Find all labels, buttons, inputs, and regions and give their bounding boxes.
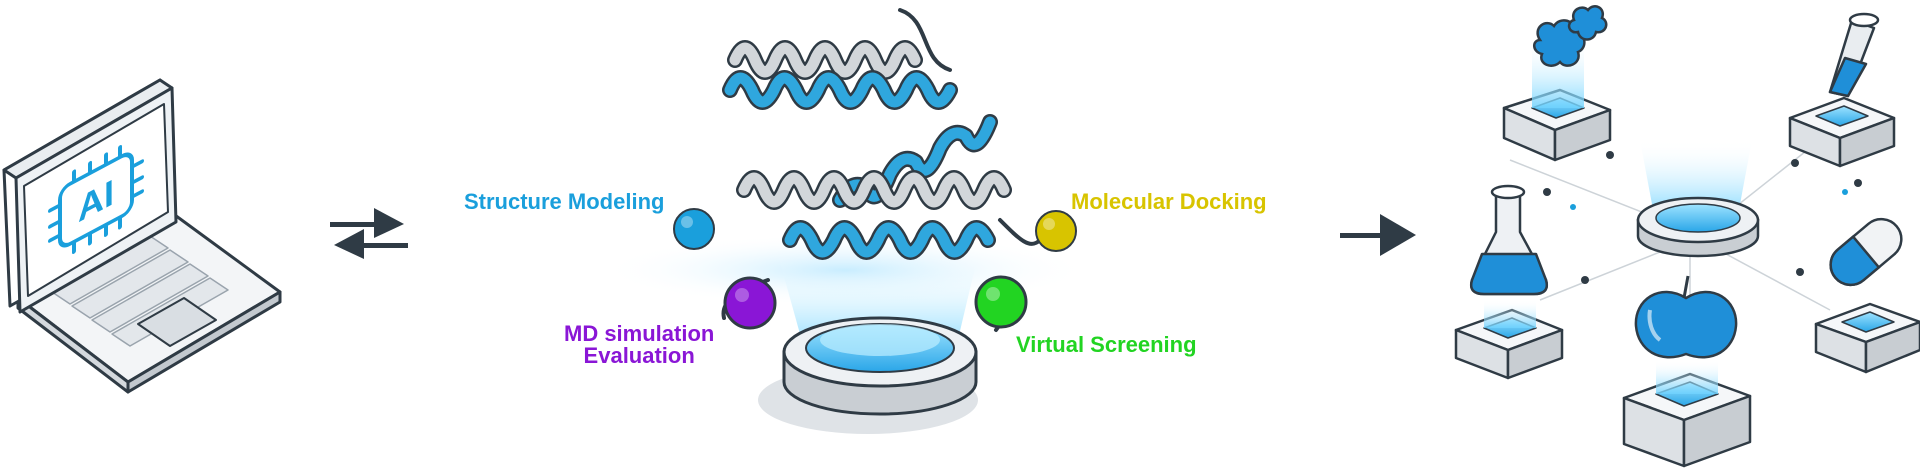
virtual-screening-node bbox=[974, 275, 1028, 329]
md-simulation-line1: MD simulation bbox=[564, 321, 715, 346]
molecule-icon bbox=[1533, 5, 1608, 67]
test-tube-icon bbox=[1828, 12, 1880, 98]
right-arrow-icon bbox=[1340, 214, 1416, 256]
md-simulation-label: MD simulation Evaluation bbox=[564, 323, 714, 367]
md-simulation-line2: Evaluation bbox=[583, 343, 695, 368]
apple-icon bbox=[1634, 275, 1738, 359]
pedestal-icon bbox=[758, 316, 978, 434]
md-simulation-node bbox=[723, 276, 777, 330]
molecular-docking-label: Molecular Docking bbox=[1071, 189, 1267, 214]
exchange-arrows-icon bbox=[330, 208, 408, 259]
structure-modeling-node bbox=[673, 208, 715, 250]
capsule-icon bbox=[1829, 217, 1903, 287]
structure-modeling-label: Structure Modeling bbox=[464, 189, 665, 214]
flask-box bbox=[1454, 300, 1564, 380]
ai-chip-icon: AI bbox=[48, 144, 144, 254]
laptop-icon bbox=[2, 78, 282, 394]
virtual-screening-label: Virtual Screening bbox=[1016, 332, 1197, 357]
capsule-box bbox=[1814, 302, 1920, 374]
test-tube-box bbox=[1788, 96, 1896, 168]
apple-box bbox=[1622, 360, 1752, 468]
connection-dots bbox=[1543, 151, 1862, 284]
flask-icon bbox=[1470, 184, 1548, 296]
protein-helix-icon bbox=[721, 8, 1042, 332]
center-platform bbox=[1636, 140, 1760, 258]
molecular-docking-node bbox=[1035, 210, 1077, 252]
